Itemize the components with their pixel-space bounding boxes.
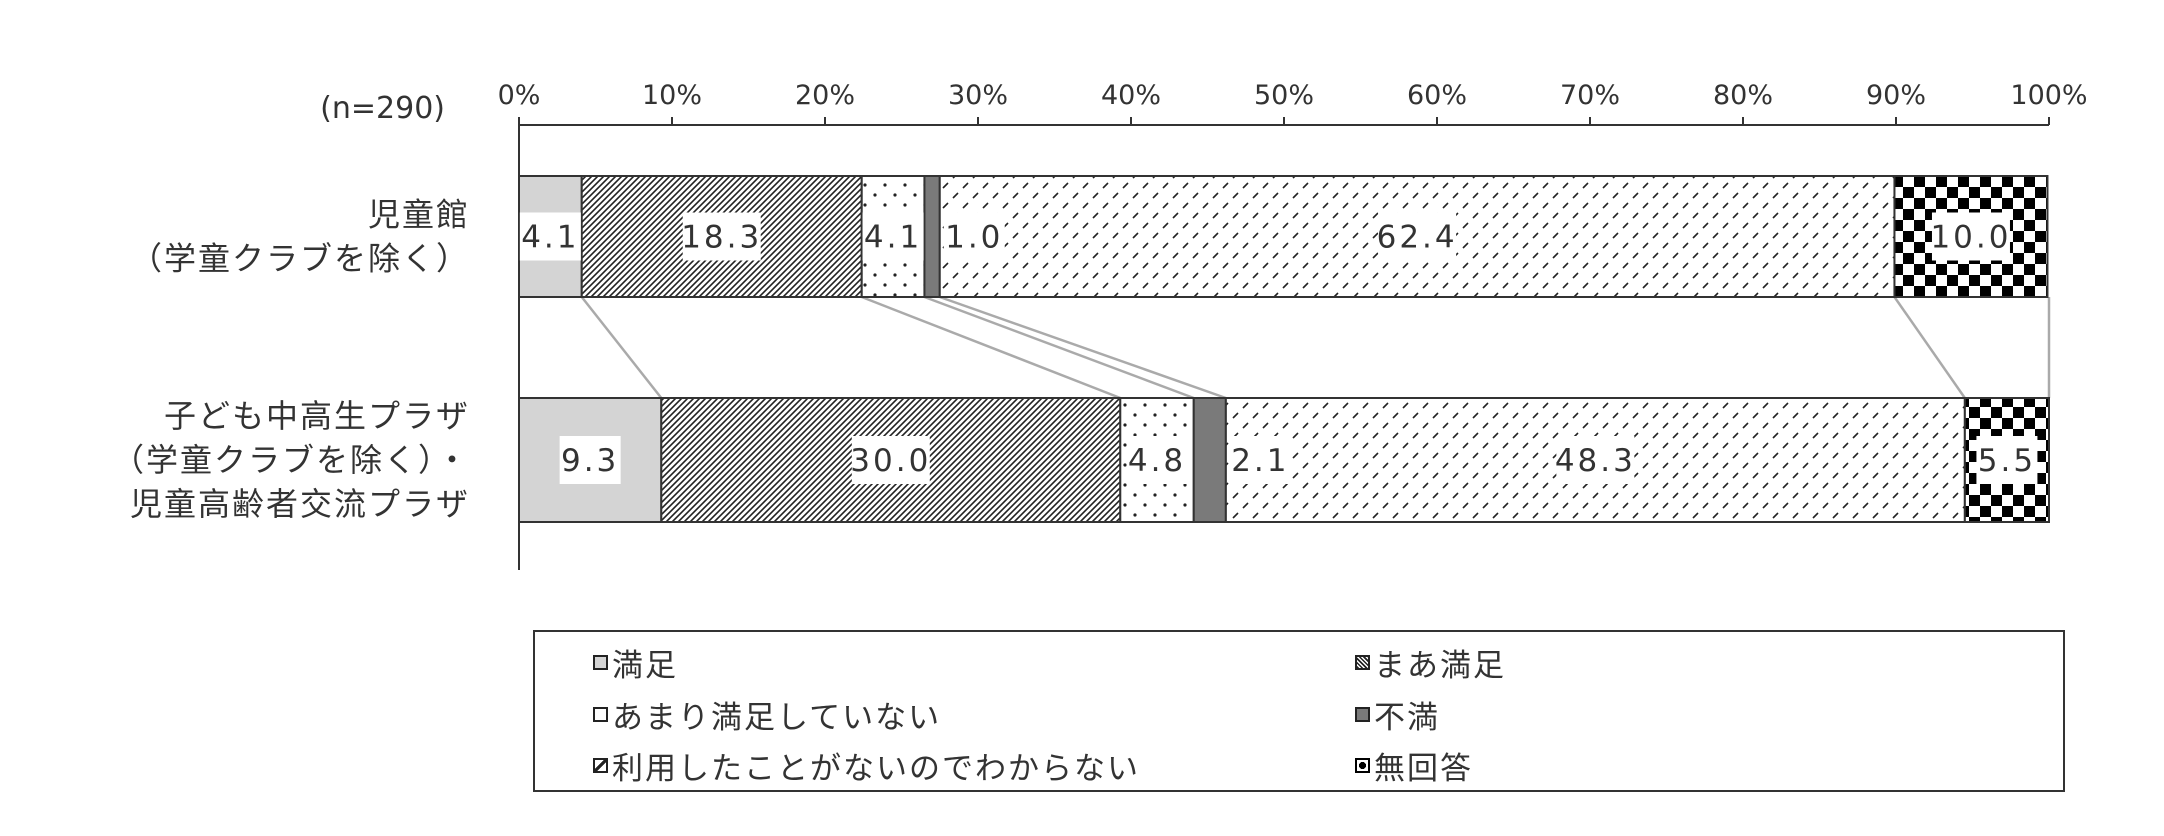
data-label-bg bbox=[851, 436, 930, 484]
legend-item: まあ満足 bbox=[1355, 640, 1506, 684]
series-connector-line bbox=[939, 295, 1227, 400]
data-label-bg bbox=[519, 212, 581, 261]
legend-item: あまり満足していない bbox=[593, 692, 941, 736]
data-label: 48.3 bbox=[1555, 443, 1636, 479]
data-label-bg bbox=[943, 212, 1005, 261]
legend-label: 満足 bbox=[612, 647, 678, 684]
data-label: 4.1 bbox=[864, 220, 922, 256]
data-label: 9.3 bbox=[561, 443, 619, 479]
x-tick-label: 70% bbox=[1560, 80, 1620, 111]
data-label: 2.1 bbox=[1231, 443, 1289, 479]
legend-label: 無回答 bbox=[1374, 750, 1473, 787]
x-tick-label: 50% bbox=[1254, 80, 1314, 111]
data-label-bg bbox=[1976, 436, 2038, 484]
legend-swatch-icon bbox=[1355, 654, 1370, 670]
data-label-bg bbox=[862, 212, 924, 261]
legend-swatch-icon bbox=[593, 654, 608, 670]
x-tick-label: 60% bbox=[1407, 80, 1467, 111]
legend-swatch-icon bbox=[1355, 706, 1370, 722]
data-label: 30.0 bbox=[850, 443, 931, 479]
x-tick-label: 100% bbox=[2010, 80, 2087, 111]
legend-item: 利用したことがないのでわからない bbox=[593, 743, 1140, 787]
legend: 満足 まあ満足あまり満足していない 不満利用したことがないのでわからない 無回答 bbox=[533, 630, 2065, 792]
data-label: 62.4 bbox=[1377, 220, 1458, 256]
data-label-bg bbox=[682, 212, 761, 261]
legend-item: 満足 bbox=[593, 640, 678, 684]
bar-segment bbox=[1192, 397, 1227, 523]
bar-segment bbox=[923, 175, 941, 298]
x-tick-label: 30% bbox=[948, 80, 1008, 111]
data-label: 5.5 bbox=[1978, 443, 2036, 479]
x-tick-label: 0% bbox=[498, 80, 541, 111]
legend-item: 不満 bbox=[1355, 692, 1440, 736]
series-connector-line bbox=[861, 295, 1121, 400]
data-label: 4.1 bbox=[521, 220, 579, 256]
legend-label: 利用したことがないのでわからない bbox=[612, 750, 1140, 787]
category-label: （学童クラブを除く）・ bbox=[112, 441, 470, 479]
data-label-bg bbox=[1556, 436, 1635, 484]
legend-swatch-icon bbox=[593, 757, 608, 773]
data-label-bg bbox=[1378, 212, 1457, 261]
data-label-bg bbox=[559, 436, 621, 484]
x-tick-label: 20% bbox=[795, 80, 855, 111]
data-label-bg bbox=[1931, 212, 2010, 261]
legend-label: まあ満足 bbox=[1374, 647, 1506, 684]
data-label: 1.0 bbox=[945, 220, 1003, 256]
series-connector-line bbox=[924, 295, 1195, 400]
series-connector-line bbox=[1893, 296, 1966, 399]
x-tick-label: 80% bbox=[1713, 80, 1773, 111]
legend-item: 無回答 bbox=[1355, 743, 1473, 787]
category-label: 児童館 bbox=[368, 196, 470, 234]
x-tick-label: 90% bbox=[1866, 80, 1926, 111]
data-label: 18.3 bbox=[681, 220, 762, 256]
legend-label: あまり満足していない bbox=[612, 699, 942, 736]
data-label-bg bbox=[1229, 436, 1291, 484]
category-label: 子ども中高生プラザ bbox=[164, 397, 470, 435]
data-label: 4.8 bbox=[1128, 443, 1186, 479]
sample-size-note: (n=290) bbox=[320, 91, 445, 126]
x-tick-label: 10% bbox=[642, 80, 702, 111]
x-tick-label: 40% bbox=[1101, 80, 1161, 111]
category-label: 児童高齢者交流プラザ bbox=[130, 485, 470, 523]
category-label: （学童クラブを除く） bbox=[130, 240, 470, 278]
legend-swatch-icon bbox=[593, 706, 608, 722]
data-label: 10.0 bbox=[1930, 220, 2011, 256]
data-label-bg bbox=[1126, 436, 1188, 484]
legend-label: 不満 bbox=[1374, 699, 1440, 736]
series-connector-line bbox=[580, 296, 663, 399]
legend-swatch-icon bbox=[1355, 757, 1370, 773]
